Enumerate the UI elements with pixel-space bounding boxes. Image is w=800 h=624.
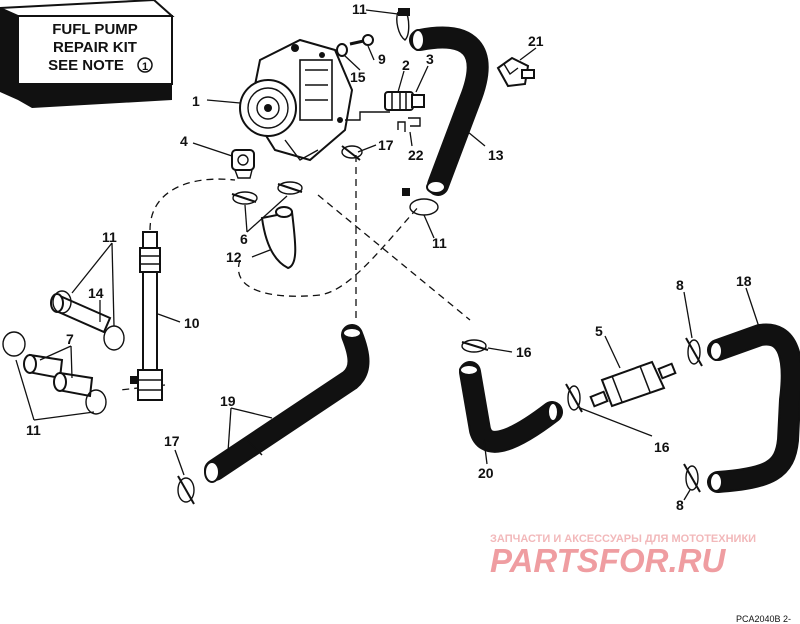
callout-11-left: 11 <box>102 229 117 245</box>
clamp-part-8-bottom <box>683 463 701 493</box>
callout-12: 12 <box>226 249 242 265</box>
callout-19: 19 <box>220 393 236 409</box>
callout-9: 9 <box>378 51 386 67</box>
fitting-part-21 <box>496 56 535 88</box>
clamp-part-11-top <box>396 8 410 41</box>
callout-18: 18 <box>736 273 752 289</box>
repair-kit-box: FUFL PUMP REPAIR KIT SEE NOTE 1 <box>0 0 175 108</box>
kit-line-1: FUFL PUMP <box>52 21 138 38</box>
u-hose-part-18 <box>707 323 800 493</box>
clip-part-22 <box>397 117 421 132</box>
clamp-part-11-left-a <box>52 290 72 314</box>
callout-13: 13 <box>488 147 504 163</box>
callout-3: 3 <box>426 51 434 67</box>
fuel-filter-part-5 <box>589 360 677 408</box>
callout-17-top: 17 <box>378 137 394 153</box>
leader-lines <box>15 9 761 501</box>
clamp-part-17-top <box>341 145 363 161</box>
clamp-part-11-mid <box>409 198 439 216</box>
check-valve-part-4 <box>231 149 255 179</box>
hose-part-20 <box>459 361 563 453</box>
callout-labels: 1 4 2 3 11 9 15 21 13 22 17 11 6 12 11 1… <box>26 1 752 513</box>
callout-16-bottom: 16 <box>654 439 670 455</box>
callout-11-top: 11 <box>352 1 367 17</box>
fuel-pump-assembly <box>239 38 354 162</box>
watermark: ЗАПЧАСТИ И АКСЕССУАРЫ ДЛЯ МОТОТЕХНИКИ PA… <box>490 533 756 579</box>
kit-line-3: SEE NOTE <box>48 57 124 74</box>
note-circle <box>137 57 153 73</box>
clamp-part-16-bottom <box>565 383 583 413</box>
callout-11-bottom: 11 <box>26 422 41 438</box>
callout-21: 21 <box>528 33 544 49</box>
callout-16-top: 16 <box>516 344 532 360</box>
callout-6: 6 <box>240 231 248 247</box>
callout-20: 20 <box>478 465 494 481</box>
hose-part-13 <box>409 26 489 196</box>
callout-2: 2 <box>402 57 410 73</box>
callout-15: 15 <box>350 69 366 85</box>
callout-4: 4 <box>180 133 188 149</box>
short-hose-part-12 <box>260 206 297 270</box>
clamp-part-11-left-b <box>103 325 125 351</box>
washer-part-15 <box>336 43 348 57</box>
kit-line-2: REPAIR KIT <box>53 39 137 56</box>
callout-22: 22 <box>408 147 424 163</box>
hose-part-19 <box>204 324 370 483</box>
fuel-line-part-10 <box>130 231 163 401</box>
callout-10: 10 <box>184 315 200 331</box>
figure-code: PCA2040B 2- <box>736 614 791 624</box>
callout-8-bottom: 8 <box>676 497 684 513</box>
callout-8-top: 8 <box>676 277 684 293</box>
clamp-part-16-top <box>461 339 489 353</box>
screw-part-9 <box>349 34 374 46</box>
callout-1: 1 <box>192 93 200 109</box>
clamp-part-11-left-c <box>2 331 26 357</box>
clamps-part-6 <box>231 181 303 205</box>
clamp-part-17-bottom <box>177 475 195 505</box>
watermark-tagline: ЗАПЧАСТИ И АКСЕССУАРЫ ДЛЯ МОТОТЕХНИКИ <box>490 533 756 545</box>
note-number: 1 <box>142 61 148 73</box>
fitting-parts-2-3 <box>345 91 425 121</box>
hose-part-7 <box>23 353 94 398</box>
clamp-part-8-top <box>685 337 703 367</box>
watermark-brand: PARTSFOR.RU <box>490 542 726 579</box>
callout-17-bottom: 17 <box>164 433 180 449</box>
clamp-part-11-left-d <box>85 389 107 415</box>
routing-dashed-lines <box>119 155 471 391</box>
callout-7: 7 <box>66 331 74 347</box>
callout-14: 14 <box>88 285 104 301</box>
callout-11-mid: 11 <box>432 235 447 251</box>
callout-5: 5 <box>595 323 603 339</box>
